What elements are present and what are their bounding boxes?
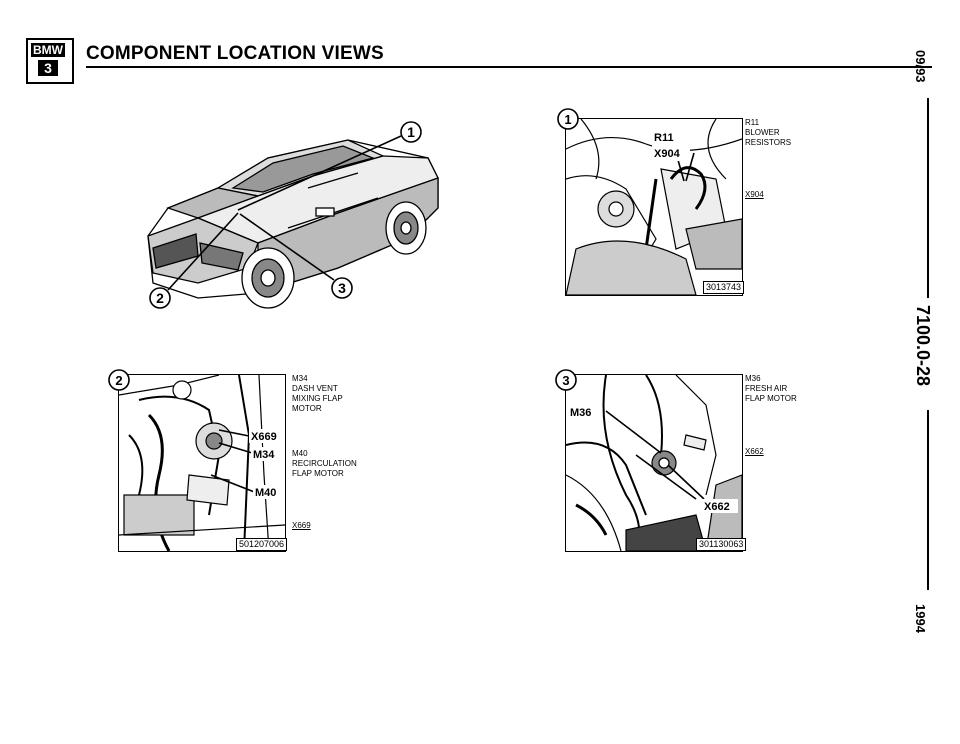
view3-drawing: M36 X662 (566, 375, 742, 551)
view2-side-label-m34: M34 DASH VENT MIXING FLAP MOTOR (292, 374, 343, 413)
view3-label-x662: X662 (704, 501, 730, 513)
header-rule (86, 66, 932, 68)
margin-line-2 (927, 410, 929, 590)
view2-image-id: 501207006 (236, 538, 288, 551)
overview-callout-1: 1 (407, 124, 415, 140)
car-overview-illustration: 1 2 3 (138, 118, 448, 318)
overview-callout-2: 2 (156, 290, 164, 306)
car-drawing: 1 2 3 (147, 121, 439, 309)
view3-photo: M36 X662 (565, 374, 743, 552)
view2-side-label-m40: M40 RECIRCULATION FLAP MOTOR (292, 449, 357, 478)
view1-callout: 1 (557, 108, 579, 130)
view2-side-label-x669: X669 (292, 521, 311, 530)
view2-photo: X669 M34 M40 (118, 374, 286, 552)
svg-text:3: 3 (562, 373, 569, 388)
view1-drawing: R11 X904 (566, 119, 742, 295)
view3-side-label-m36: M36 FRESH AIR FLAP MOTOR (745, 374, 797, 403)
logo-bmw-text: BMW (31, 43, 65, 57)
view3-label-m36: M36 (570, 407, 591, 419)
view2-drawing: X669 M34 M40 (119, 375, 285, 551)
view1-label-r11: R11 (654, 132, 674, 144)
logo-series-text: 3 (38, 60, 58, 76)
view2-label-x669: X669 (251, 431, 277, 443)
view1-side-label-r11: R11 BLOWER RESISTORS (745, 118, 792, 147)
margin-line-1 (927, 98, 929, 298)
view1-photo: R11 X904 (565, 118, 743, 296)
page-title: COMPONENT LOCATION VIEWS (86, 43, 384, 64)
view3-side-label-x662: X662 (745, 447, 764, 456)
bmw-3-logo: BMW 3 (26, 38, 74, 84)
margin-page-number: 7100.0-28 (913, 305, 933, 387)
view2-callout: 2 (108, 369, 130, 391)
svg-text:2: 2 (115, 373, 122, 388)
margin-year: 1994 (913, 604, 928, 633)
overview-callout-3: 3 (338, 280, 346, 296)
view1-side-label-x904: X904 (745, 190, 764, 199)
svg-text:1: 1 (564, 112, 571, 127)
view3-callout: 3 (555, 369, 577, 391)
view3-image-id: 301130063 (696, 538, 747, 551)
view2-label-m34: M34 (253, 449, 275, 461)
view1-label-x904: X904 (654, 148, 681, 160)
view2-label-m40: M40 (255, 487, 276, 499)
margin-date: 09/93 (913, 50, 928, 83)
view1-image-id: 3013743 (703, 281, 745, 294)
